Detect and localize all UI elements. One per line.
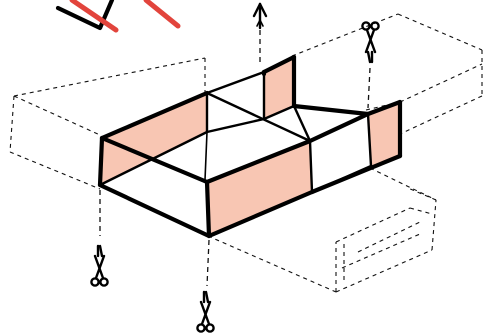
right-ghost-extension [291, 13, 483, 135]
left-panel [100, 93, 207, 185]
right-end-panel [368, 102, 400, 166]
left-ghost-extension [9, 57, 206, 190]
back-panel [264, 57, 294, 119]
scissors-icon [361, 21, 380, 64]
cut-lines [99, 30, 371, 287]
pink-panels [100, 57, 400, 236]
cross-stroke-a [69, 0, 119, 33]
arrow-up-icon [252, 2, 268, 30]
cross-mark-icon [55, 0, 181, 33]
cross-stroke-b [143, 0, 181, 29]
scissors-icon [196, 290, 215, 333]
scissors-icon [90, 244, 109, 287]
main-box [97, 54, 403, 239]
cut-line-right [367, 67, 371, 109]
cut-line-bottom [206, 239, 210, 287]
lower-ghost-drawer [207, 167, 437, 293]
front-right-panel [207, 141, 312, 236]
